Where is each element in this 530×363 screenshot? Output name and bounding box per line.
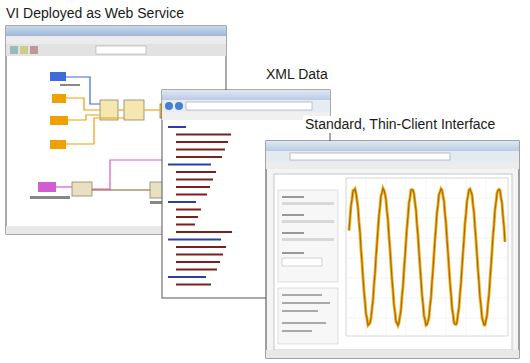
thin-client-window xyxy=(266,141,519,358)
caption-label: Standard, Thin-Client Interface xyxy=(303,116,497,133)
caption-label: XML Data xyxy=(264,66,330,83)
caption-label: VI Deployed as Web Service xyxy=(4,5,186,22)
